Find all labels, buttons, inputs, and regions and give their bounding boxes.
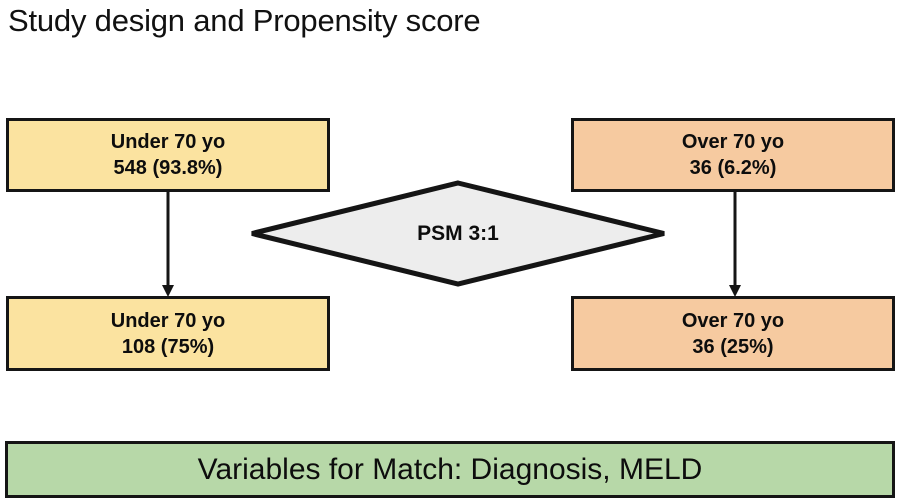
flow-box-under-70-total: Under 70 yo 548 (93.8%) — [6, 118, 330, 192]
arrow-top-right-to-bottom-right — [726, 190, 744, 298]
flow-box-over-70-matched-line2: 36 (25%) — [692, 335, 774, 358]
down-arrow-icon — [729, 190, 741, 297]
flow-box-under-70-total-line1: Under 70 yo — [110, 131, 226, 153]
flow-box-over-70-matched: Over 70 yo 36 (25%) — [571, 296, 895, 371]
decision-diamond-label: PSM 3:1 — [417, 221, 499, 245]
page-title: Study design and Propensity score — [8, 3, 481, 38]
footer-box-variables-for-match: Variables for Match: Diagnosis, MELD — [5, 441, 895, 498]
flow-box-under-70-matched-line2: 108 (75%) — [121, 335, 215, 358]
footer-box-label: Variables for Match: Diagnosis, MELD — [197, 452, 703, 486]
flow-box-under-70-total-line2: 548 (93.8%) — [113, 157, 223, 179]
decision-diamond-psm: PSM 3:1 — [249, 180, 667, 287]
flow-box-under-70-matched-line1: Under 70 yo — [110, 309, 226, 332]
diamond-shape-icon — [251, 180, 665, 287]
flow-box-over-70-matched-line1: Over 70 yo — [681, 309, 785, 332]
flow-box-over-70-total-line2: 36 (6.2%) — [689, 157, 777, 179]
arrow-top-left-to-bottom-left — [159, 190, 177, 298]
flow-box-under-70-matched: Under 70 yo 108 (75%) — [6, 296, 330, 371]
down-arrow-icon — [162, 190, 174, 297]
flow-box-over-70-total: Over 70 yo 36 (6.2%) — [571, 118, 895, 192]
flow-box-over-70-total-line1: Over 70 yo — [681, 131, 785, 153]
